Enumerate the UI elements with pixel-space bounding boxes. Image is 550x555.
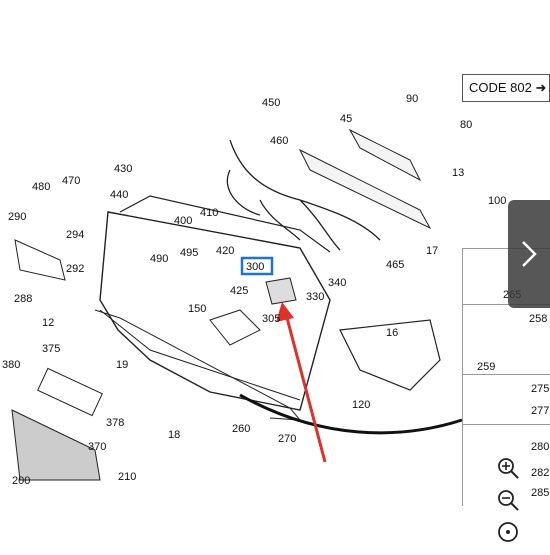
part-label-290: 290 xyxy=(8,211,26,223)
part-label-375: 375 xyxy=(42,343,60,355)
next-page-button[interactable] xyxy=(508,200,550,308)
part-label-305: 305 xyxy=(262,313,280,325)
lower-spoiler-strip xyxy=(94,309,302,421)
part-label-465: 465 xyxy=(386,259,404,271)
part-label-200: 200 xyxy=(12,475,30,487)
thumb-side-insert[interactable]: 280 282 285 xyxy=(463,424,550,507)
reset-view-icon xyxy=(498,522,518,542)
zoom-out-icon xyxy=(498,490,519,511)
part-label-294: 294 xyxy=(66,229,84,241)
highlight-label-300[interactable]: 300 xyxy=(246,261,264,273)
part-label-480: 480 xyxy=(32,181,50,193)
part-label-495: 495 xyxy=(180,247,198,259)
part-label-400: 400 xyxy=(174,215,192,227)
part-label-45: 45 xyxy=(340,113,352,125)
thumb-fog-lamp-frame[interactable]: 258 259 xyxy=(463,304,550,375)
part-label-12: 12 xyxy=(42,317,54,329)
thumb-label: 259 xyxy=(477,361,496,373)
part-label-420: 420 xyxy=(216,245,234,257)
part-label-378: 378 xyxy=(106,417,124,429)
part-label-410: 410 xyxy=(200,207,218,219)
part-label-13: 13 xyxy=(452,167,464,179)
part-label-292: 292 xyxy=(66,263,84,275)
thumb-label: 258 xyxy=(529,313,548,325)
thumb-label: 282 xyxy=(531,467,550,479)
part-label-380: 380 xyxy=(2,359,20,371)
part-label-90: 90 xyxy=(406,93,418,105)
part-label-16: 16 xyxy=(386,327,398,339)
lower-deflector-curve xyxy=(239,393,463,435)
bumper-cover-drawing xyxy=(99,211,331,411)
chevron-right-icon xyxy=(522,241,537,267)
code-box: CODE 802 ➜ xyxy=(462,74,550,102)
part-label-450: 450 xyxy=(262,97,280,109)
thumb-label: 280 xyxy=(531,441,550,453)
reset-view-button[interactable] xyxy=(488,514,528,550)
red-arrow-shaft xyxy=(284,313,327,463)
part-label-270: 270 xyxy=(278,433,296,445)
part-label-470: 470 xyxy=(62,175,80,187)
thumb-label: 275 xyxy=(531,383,550,395)
part-label-120: 120 xyxy=(352,399,370,411)
part-label-460: 460 xyxy=(270,135,288,147)
part-label-288: 288 xyxy=(14,293,32,305)
thumb-lower-trim[interactable]: 275 277 xyxy=(463,374,550,425)
part-label-340: 340 xyxy=(328,277,346,289)
wiring-harness xyxy=(226,139,381,251)
part-label-19: 19 xyxy=(116,359,128,371)
zoom-in-icon xyxy=(498,458,519,479)
bracket-290 xyxy=(14,239,66,281)
bumper-upper-edge xyxy=(119,195,331,253)
thumb-label: 285 xyxy=(531,487,550,499)
part-label-17: 17 xyxy=(426,245,438,257)
code-label: CODE 802 xyxy=(469,80,532,95)
thumb-label: 277 xyxy=(531,405,550,417)
grille-opening xyxy=(209,309,261,346)
part-label-100: 100 xyxy=(488,195,506,207)
part-label-425: 425 xyxy=(230,285,248,297)
part-label-80: 80 xyxy=(460,119,472,131)
beam-45 xyxy=(298,148,432,230)
bumper-lower-lip xyxy=(99,309,301,401)
highlight-box-300 xyxy=(240,256,274,276)
part-label-490: 490 xyxy=(150,253,168,265)
part-label-210: 210 xyxy=(118,471,136,483)
grille-200 xyxy=(11,409,101,481)
part-label-330: 330 xyxy=(306,291,324,303)
part-label-370: 370 xyxy=(88,441,106,453)
sensor-300-bracket xyxy=(265,277,297,305)
part-label-150: 150 xyxy=(188,303,206,315)
red-arrow-head xyxy=(276,302,294,322)
bracket-16 xyxy=(339,319,441,391)
part-label-18: 18 xyxy=(168,429,180,441)
zoom-in-button[interactable] xyxy=(488,450,528,486)
upper-bracket-45 xyxy=(348,128,422,182)
part-label-260: 260 xyxy=(232,423,250,435)
part-label-440: 440 xyxy=(110,189,128,201)
arrow-right-icon: ➜ xyxy=(535,80,547,95)
plate-375 xyxy=(37,367,103,417)
zoom-out-button[interactable] xyxy=(488,482,528,518)
part-label-430: 430 xyxy=(114,163,132,175)
